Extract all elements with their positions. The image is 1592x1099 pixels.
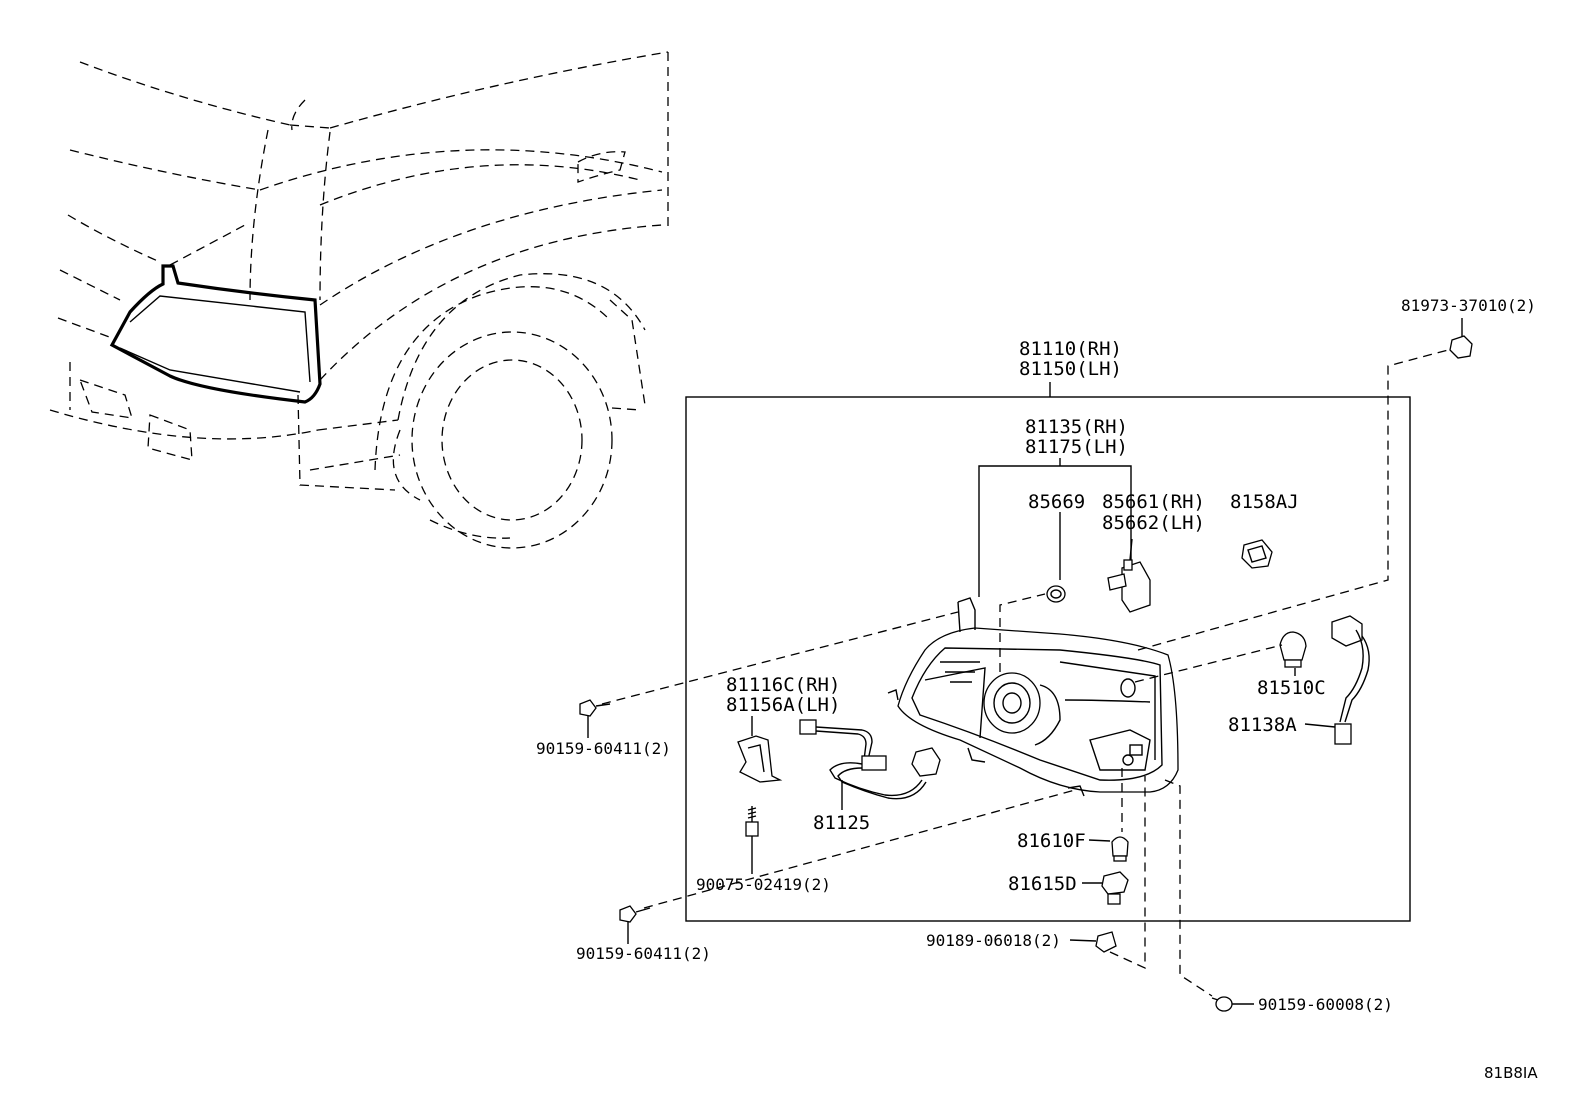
screw-90075 [745, 806, 759, 874]
label-90159-c: 90159-60008(2) [1258, 995, 1393, 1014]
bolt-90159-a [579, 699, 611, 738]
label-81116c: 81116C(RH) [726, 674, 840, 696]
leveling-actuator [1107, 538, 1151, 613]
bolt-90159-b [619, 905, 651, 944]
label-81110: 81110(RH) [1019, 338, 1122, 360]
socket-wire-81138a [1304, 615, 1370, 745]
leader-lines [601, 349, 1449, 997]
label-90159-b: 90159-60411(2) [576, 944, 711, 963]
label-81150: 81150(LH) [1019, 358, 1122, 380]
label-81156a: 81156A(LH) [726, 694, 840, 716]
label-81610f: 81610F [1017, 830, 1086, 852]
label-81510c: 81510C [1257, 677, 1326, 699]
label-85669: 85669 [1028, 491, 1085, 513]
label-81615d: 81615D [1008, 873, 1077, 895]
part-labels: 81110(RH) 81150(LH) 81135(RH) 81175(LH) … [536, 296, 1538, 1082]
label-81973: 81973-37010(2) [1401, 296, 1536, 315]
figure-code: 81B8IA [1484, 1064, 1538, 1082]
socket-81615d [1082, 871, 1129, 905]
assembly-frame [685, 396, 1411, 922]
label-85662: 85662(LH) [1102, 512, 1205, 534]
headlamp-assembly [887, 597, 1179, 797]
bulb-81510c [1279, 631, 1307, 676]
wire-harness-81125 [799, 719, 941, 810]
label-81125: 81125 [813, 812, 870, 834]
label-85661: 85661(RH) [1102, 491, 1205, 513]
label-81135: 81135(RH) [1025, 416, 1128, 438]
bolt-90159-c [1211, 996, 1254, 1012]
label-90075: 90075-02419(2) [696, 875, 831, 894]
label-90189: 90189-06018(2) [926, 931, 1061, 950]
nut-90189 [1069, 931, 1117, 953]
label-90159-a: 90159-60411(2) [536, 739, 671, 758]
label-81175: 81175(LH) [1025, 436, 1128, 458]
clip-81973 [1449, 318, 1473, 359]
vehicle-outline [49, 51, 669, 549]
label-8158aj: 8158AJ [1230, 491, 1299, 513]
label-81138a: 81138A [1228, 714, 1297, 736]
o-ring-85669 [1046, 585, 1066, 603]
bulb-81610f [1088, 836, 1129, 862]
bracket-81116c [737, 716, 783, 783]
socket-8158aj [1241, 539, 1273, 569]
